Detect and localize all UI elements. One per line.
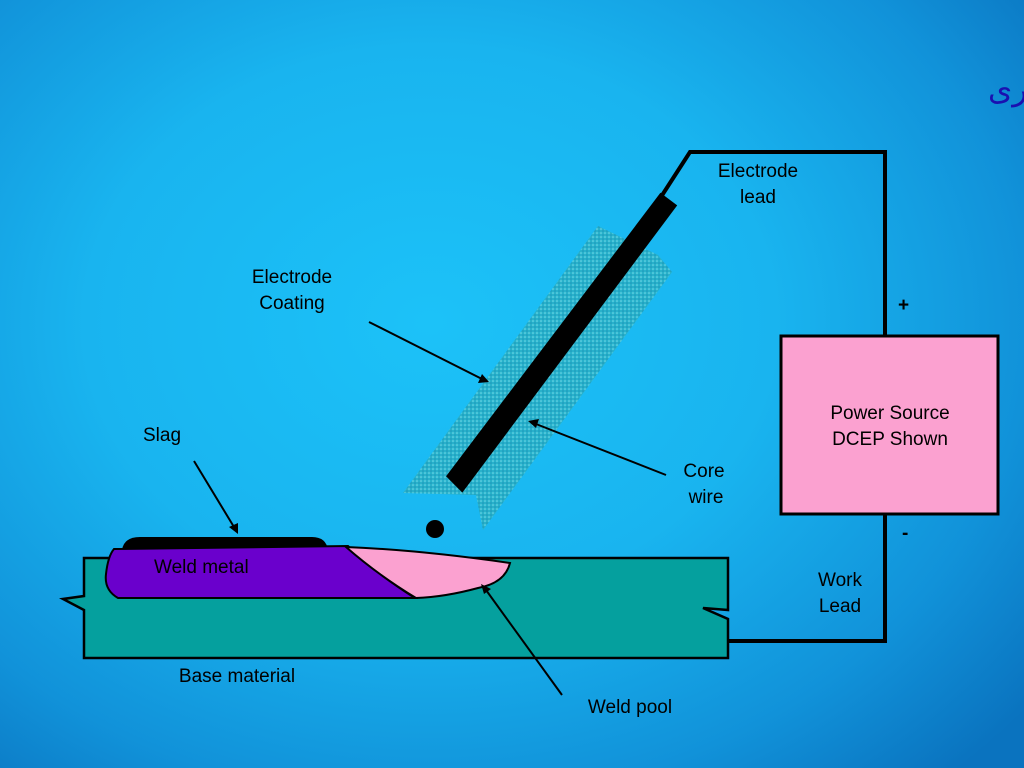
core-wire-label-line1: Core xyxy=(683,461,724,482)
weld-pool-arrowhead xyxy=(481,584,491,594)
electrode-coating-label-line2: Coating xyxy=(259,293,325,314)
electrode-lead-label-line1: Electrode xyxy=(718,161,798,182)
weld-pool xyxy=(343,545,512,600)
core-wire-pointer xyxy=(535,423,667,476)
power-source-label-line1: Power Source xyxy=(830,403,949,424)
core-wire xyxy=(446,192,678,493)
core-wire-label-line2: wire xyxy=(688,487,724,508)
slag-arrowhead xyxy=(229,523,238,534)
page-title: پروسه جوشکاری xyxy=(988,72,1024,108)
slag-label: Slag xyxy=(143,425,181,446)
electrode-coating-label-line1: Electrode xyxy=(252,267,332,288)
weld-pool-pointer xyxy=(485,589,563,696)
core-wire-arrowhead xyxy=(528,419,539,428)
work-lead-label-line2: Lead xyxy=(819,596,861,617)
weld-pool-label: Weld pool xyxy=(588,697,672,718)
electrode-lead-label-line2: lead xyxy=(740,187,776,208)
power-source-label-line2: DCEP Shown xyxy=(832,429,948,450)
power-source-box xyxy=(779,334,1000,516)
electrode-coating-pointer xyxy=(368,321,483,380)
electrode-lead-wire xyxy=(657,150,887,336)
slag-pointer xyxy=(193,460,235,528)
work-lead-label-line1: Work xyxy=(818,570,862,591)
metal-droplet xyxy=(426,520,444,538)
weld-metal-label: Weld metal xyxy=(154,557,249,578)
work-lead-wire xyxy=(728,514,887,643)
negative-terminal-label: - xyxy=(902,523,908,544)
electrode-coating-arrowhead xyxy=(478,374,489,383)
base-material-label: Base material xyxy=(179,666,295,687)
positive-terminal-label: + xyxy=(898,295,909,316)
